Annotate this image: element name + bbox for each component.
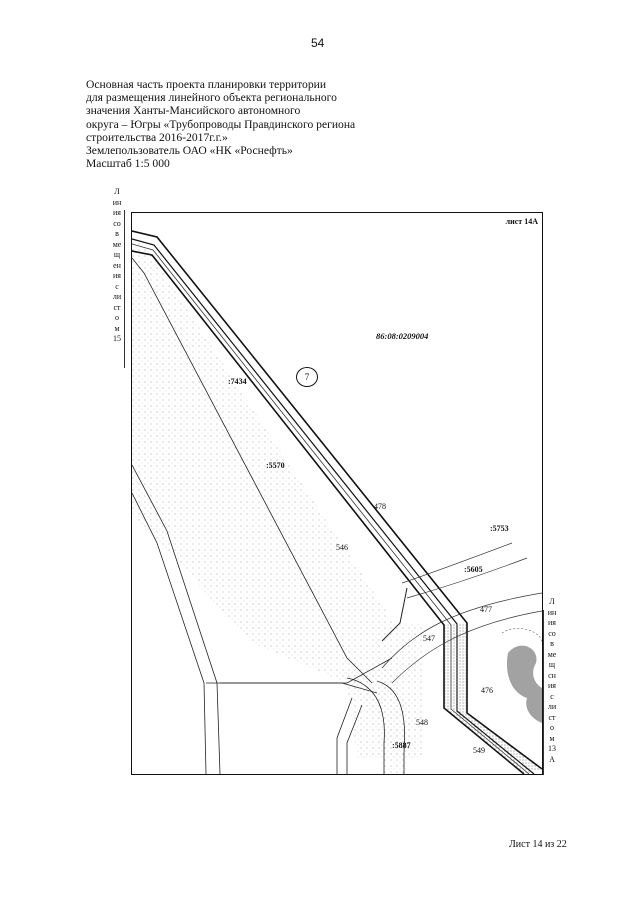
parcel-label: 478 bbox=[374, 502, 386, 511]
utility-line-a bbox=[381, 592, 542, 669]
crossing-line bbox=[381, 587, 408, 642]
parcel-label: 546 bbox=[336, 543, 348, 552]
sheet-counter: Лист 14 из 22 bbox=[509, 839, 567, 850]
parcel-label: :5605 bbox=[464, 565, 483, 574]
map-frame: лист 14А 86:08:0209004 7 :7434 :5570 478… bbox=[131, 212, 543, 775]
header-line: для размещения линейного объекта региона… bbox=[86, 91, 337, 105]
header-line: округа – Югры «Трубопроводы Правдинского… bbox=[86, 117, 356, 131]
page-number: 54 bbox=[311, 36, 325, 50]
land-user-line: Землепользователь ОАО «НК «Роснефть» bbox=[86, 144, 293, 158]
document-header: Основная часть проекта планировки террит… bbox=[86, 78, 355, 170]
right-match-line bbox=[543, 610, 544, 775]
parcel-label: 476 bbox=[481, 686, 493, 695]
parcel-label: 547 bbox=[423, 634, 435, 643]
header-line: Основная часть проекта планировки террит… bbox=[86, 78, 327, 91]
parcel-label: 549 bbox=[473, 746, 485, 755]
parcel-boundary-5570 bbox=[132, 257, 373, 684]
road-fill bbox=[342, 668, 412, 774]
parcel-label: :5887 bbox=[392, 741, 411, 750]
parcel-boundary-road bbox=[132, 464, 221, 774]
parcel-label: :7434 bbox=[228, 377, 247, 386]
utility-line-5753 bbox=[401, 542, 513, 584]
parcel-label: :5753 bbox=[490, 524, 509, 533]
utility-line-b bbox=[391, 610, 542, 684]
object-number-marker: 7 bbox=[296, 367, 318, 387]
header-line: строительства 2016-2017г.г.» bbox=[86, 130, 228, 144]
scale-line: Масштаб 1:5 000 bbox=[86, 157, 170, 171]
cadastral-quarter: 86:08:0209004 bbox=[376, 331, 429, 341]
sheet-label: лист 14А bbox=[505, 217, 538, 226]
parcel-boundary-road-2 bbox=[132, 492, 207, 774]
allotment-zone bbox=[132, 241, 422, 758]
utility-line-5605 bbox=[406, 557, 528, 599]
swamp-hatch bbox=[506, 645, 542, 723]
parcel-label: 548 bbox=[416, 718, 428, 727]
road-edge-left-2 bbox=[346, 704, 363, 774]
parcel-label: 477 bbox=[480, 605, 492, 614]
swamp-outline bbox=[501, 628, 542, 644]
left-match-line bbox=[124, 210, 125, 368]
parcel-label: :5570 bbox=[266, 461, 285, 470]
road-edge-left bbox=[336, 697, 353, 774]
header-line: значения Ханты-Мансийского автономного bbox=[86, 104, 301, 118]
map-drawing bbox=[132, 230, 542, 774]
